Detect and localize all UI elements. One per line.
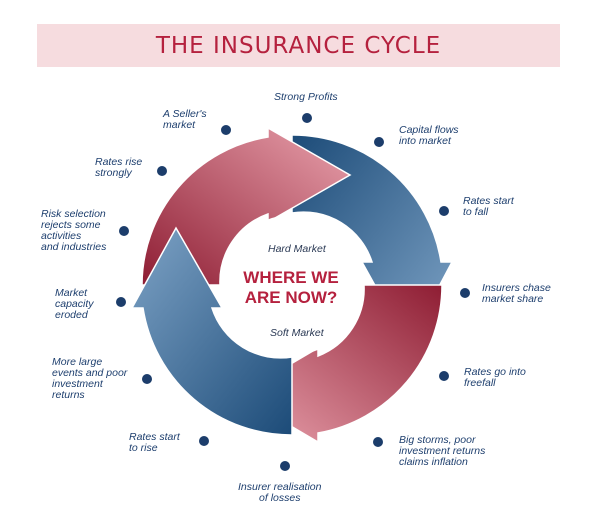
stage-dot-more-large-events [142,374,152,384]
center-title-line1: WHERE WE [243,268,339,287]
stage-label-risk-selection: Risk selection rejects some activities a… [41,209,106,253]
stage-label-insurer-realisation: Insurer realisation of losses [238,482,321,504]
center-title-line2: ARE NOW? [244,288,338,307]
stage-label-line: rejects some [41,219,101,231]
stage-label-strong-profits: Strong Profits [274,92,338,103]
stage-label-line: freefall [464,377,496,389]
stage-dot-rates-start-rise [199,436,209,446]
center-disc [222,215,362,355]
stage-label-line: eroded [55,309,88,321]
stage-label-line: A Seller's [163,108,207,120]
stage-label-line: More large [52,356,103,368]
stage-label-big-storms: Big storms, poor investment returns clai… [399,435,485,468]
stage-label-rates-start-rise: Rates start to rise [129,432,180,454]
stage-label-line: Risk selection [41,208,106,220]
stage-label-more-large-events: More large events and poor investment re… [52,357,127,401]
stage-dot-insurer-realisation [280,461,290,471]
stage-label-rates-start-fall: Rates start to fall [463,196,514,218]
stage-label-line: market [163,119,196,131]
stage-label-line: Big storms, poor [399,434,476,446]
stage-label-line: claims inflation [399,456,468,468]
stage-label-line: to rise [129,442,158,454]
stage-label-line: of losses [259,492,301,504]
stage-label-line: investment [52,378,103,390]
stage-dot-strong-profits [302,113,312,123]
stage-label-line: into market [399,135,451,147]
stage-dot-big-storms [373,437,383,447]
stage-dot-market-capacity [116,297,126,307]
stage-label-line: Rates rise [95,156,143,168]
stage-dot-insurers-chase [460,288,470,298]
stage-label-line: Rates start [463,195,514,207]
stage-dot-risk-selection [119,226,129,236]
stage-label-line: market share [482,293,544,305]
arrow-upper-left [141,126,352,286]
stage-label-line: returns [52,389,85,401]
stage-label-sellers-market: A Seller's market [163,109,207,131]
title-banner: THE INSURANCE CYCLE [37,24,560,67]
stage-dot-rates-start-fall [439,206,449,216]
stage-label-rates-rise-strongly: Rates rise strongly [95,157,142,179]
stage-label-line: and industries [41,241,107,253]
stage-label-line: Rates start [129,431,180,443]
stage-label-line: activities [41,230,82,242]
stage-label-line: Insurer realisation [238,481,322,493]
stage-label-line: investment returns [399,445,486,457]
stage-label-line: Capital flows [399,124,459,136]
stage-dot-rates-rise-strongly [157,166,167,176]
stage-label-line: Strong Profits [274,91,338,103]
stage-label-market-capacity: Market capacity eroded [55,288,94,321]
stage-label-line: events and poor [52,367,128,379]
center-title: WHERE WE ARE NOW? [231,268,351,308]
stage-label-line: Market [55,287,88,299]
soft-market-label: Soft Market [270,327,324,339]
stage-dot-capital-flows [374,137,384,147]
stage-label-insurers-chase: Insurers chase market share [482,283,551,305]
stage-label-capital-flows: Capital flows into market [399,125,459,147]
stage-dot-rates-freefall [439,371,449,381]
stage-label-line: strongly [95,167,132,179]
arrow-lower-left [130,226,293,436]
page-title: THE INSURANCE CYCLE [155,32,442,59]
stage-label-line: capacity [55,298,94,310]
stage-label-line: Rates go into [464,366,526,378]
stage-dot-sellers-market [221,125,231,135]
stage-label-line: Insurers chase [482,282,551,294]
hard-market-label: Hard Market [268,243,326,255]
stage-label-rates-freefall: Rates go into freefall [464,367,526,389]
stage-label-line: to fall [463,206,489,218]
